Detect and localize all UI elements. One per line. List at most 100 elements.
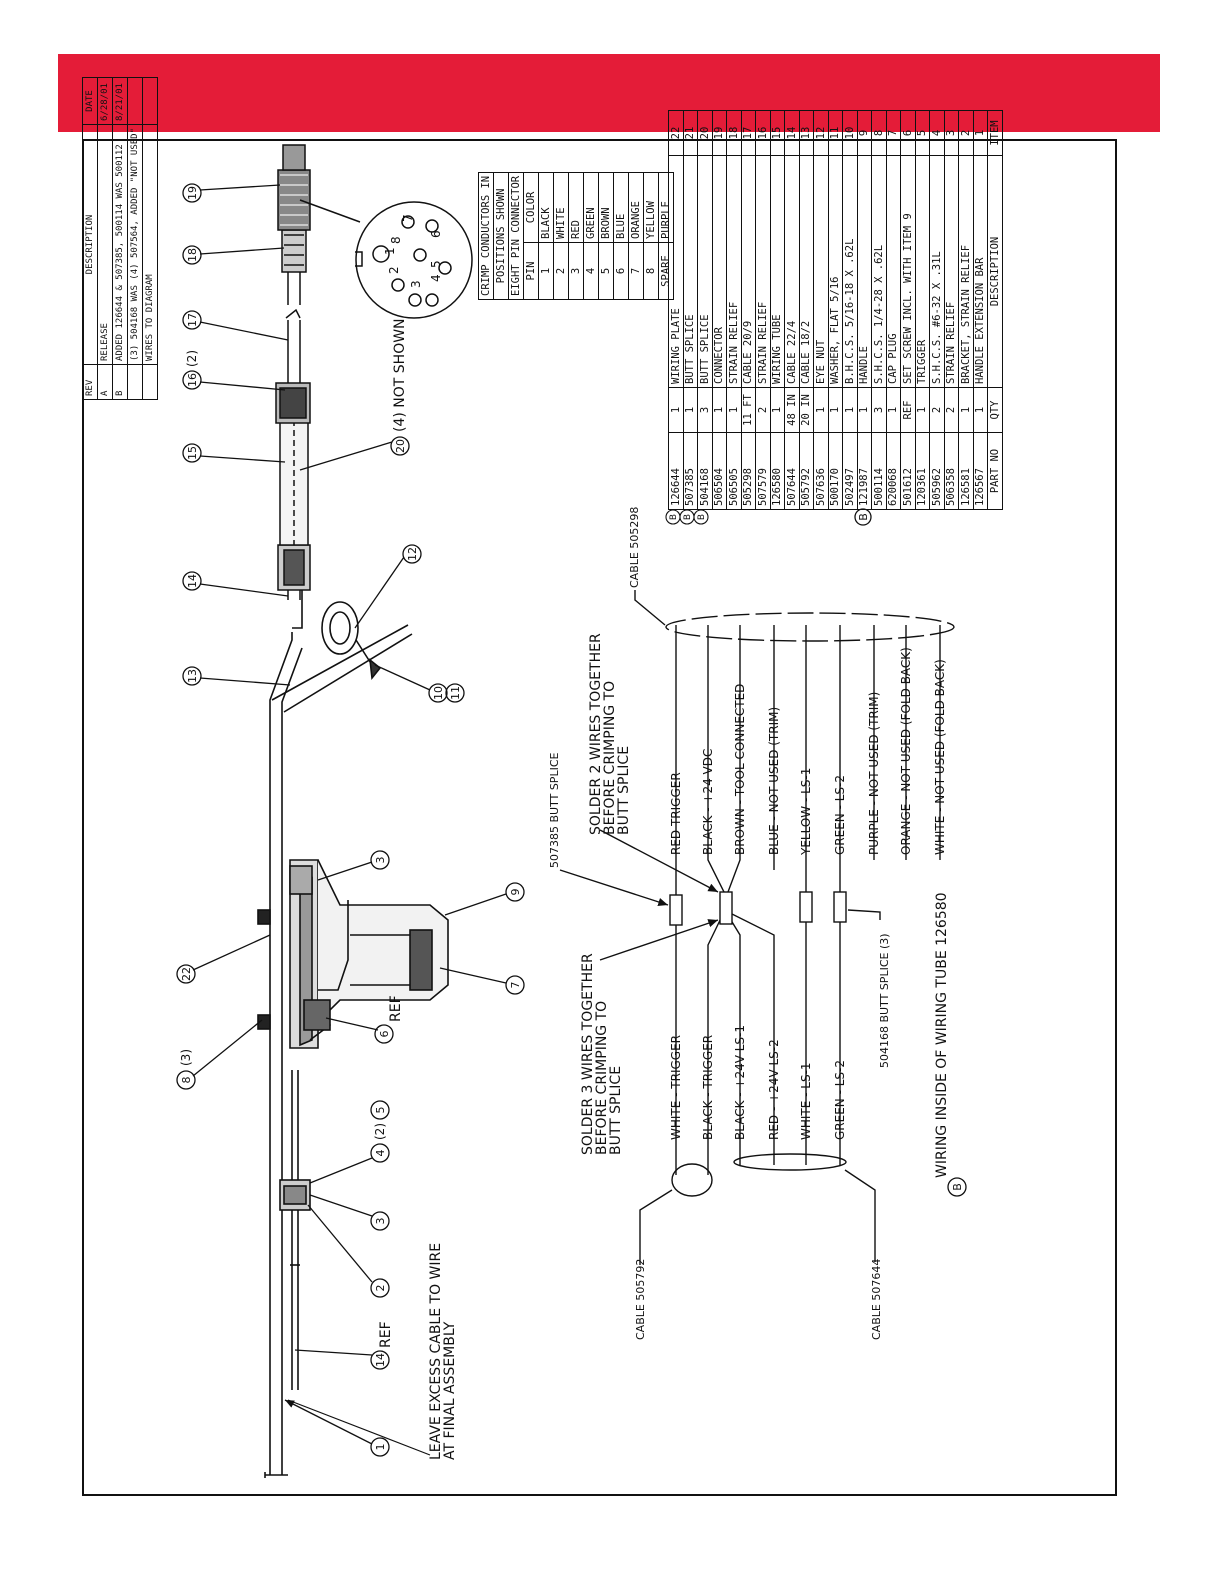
parts-cell: 10 bbox=[842, 110, 857, 156]
parts-cell: 126644 bbox=[668, 432, 683, 510]
rev-header-date: DATE bbox=[82, 77, 98, 125]
wiring-tube-assembly bbox=[275, 144, 311, 600]
wire-labels-left: WHITE - TRIGGER BLACK - TRIGGER BLACK - … bbox=[669, 1025, 847, 1140]
parts-cell: CONNECTOR bbox=[712, 155, 727, 388]
balloon-14: 14 bbox=[186, 574, 199, 588]
connector-pin-labels: 1 2 3 4 5 6 7 8 bbox=[383, 214, 443, 288]
crimp-header-color: COLOR bbox=[523, 172, 539, 243]
pin-label-6: 6 bbox=[429, 230, 443, 238]
leave-excess-line2: AT FINAL ASSEMBLY bbox=[442, 1321, 458, 1460]
parts-cell: 21 bbox=[683, 110, 698, 156]
crimp-color: BLACK bbox=[538, 172, 554, 243]
parts-cell: 505792 bbox=[799, 432, 814, 510]
parts-cell: 507636 bbox=[813, 432, 828, 510]
parts-cell: HANDLE EXTENSION BAR bbox=[973, 155, 988, 388]
parts-cell: 501612 bbox=[900, 432, 915, 510]
crimp-pin: 8 bbox=[643, 242, 659, 300]
parts-cell: 126567 bbox=[973, 432, 988, 510]
parts-cell: 506504 bbox=[712, 432, 727, 510]
parts-cell: 16 bbox=[755, 110, 770, 156]
parts-cell: 7 bbox=[886, 110, 901, 156]
balloon-22: 22 bbox=[180, 967, 193, 981]
parts-cell: 507579 bbox=[755, 432, 770, 510]
parts-cell: 120361 bbox=[915, 432, 930, 510]
crimp-title-1: CRIMP CONDUCTORS IN bbox=[478, 172, 494, 300]
parts-cell: 2 bbox=[755, 387, 770, 433]
parts-cell: WASHER, FLAT 5/16 bbox=[828, 155, 843, 388]
crimp-title-3: EIGHT PIN CONNECTOR bbox=[508, 172, 524, 300]
parts-cell: 507385 bbox=[683, 432, 698, 510]
parts-cell: 505298 bbox=[741, 432, 756, 510]
parts-cell: 22 bbox=[668, 110, 683, 156]
parts-cell: 1 bbox=[726, 387, 741, 433]
parts-cell: 11 FT bbox=[741, 387, 756, 433]
cable-507644-label: CABLE 507644 bbox=[870, 1259, 883, 1340]
qty-note-4: (2) bbox=[373, 1123, 387, 1140]
crimp-header-pin: PIN bbox=[523, 242, 539, 300]
drawing-border bbox=[82, 139, 1117, 1496]
balloon-19: 19 bbox=[186, 186, 199, 200]
parts-cell: 500114 bbox=[871, 432, 886, 510]
parts-rev-marker-1: B bbox=[669, 514, 679, 520]
parts-rev-markers bbox=[665, 509, 709, 525]
parts-header-cell: QTY bbox=[987, 387, 1002, 433]
pin-label-3: 3 bbox=[409, 280, 423, 288]
parts-cell: TRIGGER bbox=[915, 155, 930, 388]
handle-assembly bbox=[257, 519, 449, 1478]
crimp-color: WHITE bbox=[553, 172, 569, 243]
parts-cell: BUTT SPLICE bbox=[697, 155, 712, 388]
parts-cell: CAP PLUG bbox=[886, 155, 901, 388]
parts-cell: CABLE 18/2 bbox=[799, 155, 814, 388]
parts-header-cell: ITEM bbox=[987, 110, 1002, 156]
balloon-16: 16 bbox=[186, 373, 199, 387]
parts-cell: 1 bbox=[973, 387, 988, 433]
header-banner bbox=[58, 54, 1160, 132]
balloon-20: 20 bbox=[394, 439, 407, 453]
parts-cell: 13 bbox=[799, 110, 814, 156]
not-shown-note: (4) NOT SHOWN bbox=[392, 318, 408, 432]
parts-cell: CABLE 22/4 bbox=[784, 155, 799, 388]
parts-header-cell: PART NO bbox=[987, 432, 1002, 510]
parts-cell: 8 bbox=[871, 110, 886, 156]
parts-cell: 1 bbox=[712, 387, 727, 433]
parts-cell: 2 bbox=[944, 387, 959, 433]
parts-cell: EYE NUT bbox=[813, 155, 828, 388]
parts-cell: SET SCREW INCL. WITH ITEM 9 bbox=[900, 155, 915, 388]
balloon-12: 12 bbox=[406, 547, 419, 561]
ref-note-6: REF bbox=[388, 995, 404, 1022]
parts-cell: 3 bbox=[944, 110, 959, 156]
solder2-line1: SOLDER 2 WIRES TOGETHER bbox=[588, 633, 604, 835]
parts-cell: B.H.C.S. 5/16-18 X .62L bbox=[842, 155, 857, 388]
balloon-10: 10 bbox=[432, 686, 445, 700]
crimp-color: YELLOW bbox=[643, 172, 659, 243]
leave-excess-line1: LEAVE EXCESS CABLE TO WIRE bbox=[428, 1243, 444, 1460]
rev-cell bbox=[142, 77, 158, 125]
rev-header-desc: DESCRIPTION bbox=[82, 124, 98, 365]
parts-cell: 20 IN bbox=[799, 387, 814, 433]
wiring-schematic bbox=[559, 590, 955, 1265]
rev-cell: 8/21/01 bbox=[112, 77, 128, 125]
parts-cell: 1 bbox=[828, 387, 843, 433]
butt-splice-507385: 507385 BUTT SPLICE bbox=[548, 753, 561, 868]
crimp-pin: 5 bbox=[598, 242, 614, 300]
rev-cell: B bbox=[112, 364, 128, 400]
pin-label-5: 5 bbox=[429, 260, 443, 268]
balloon-13: 13 bbox=[186, 669, 199, 683]
rev-cell: 6/28/01 bbox=[97, 77, 113, 125]
balloon-11: 11 bbox=[449, 686, 462, 700]
parts-cell: BUTT SPLICE bbox=[683, 155, 698, 388]
balloon-8: 8 bbox=[180, 1077, 193, 1084]
balloon-15: 15 bbox=[186, 446, 199, 460]
parts-cell: 18 bbox=[726, 110, 741, 156]
parts-cell: 11 bbox=[828, 110, 843, 156]
wire-labels-right: RED TRIGGER BLACK - +24 VDC BROWN - TOOL… bbox=[669, 647, 947, 856]
parts-cell: 9 bbox=[857, 110, 872, 156]
